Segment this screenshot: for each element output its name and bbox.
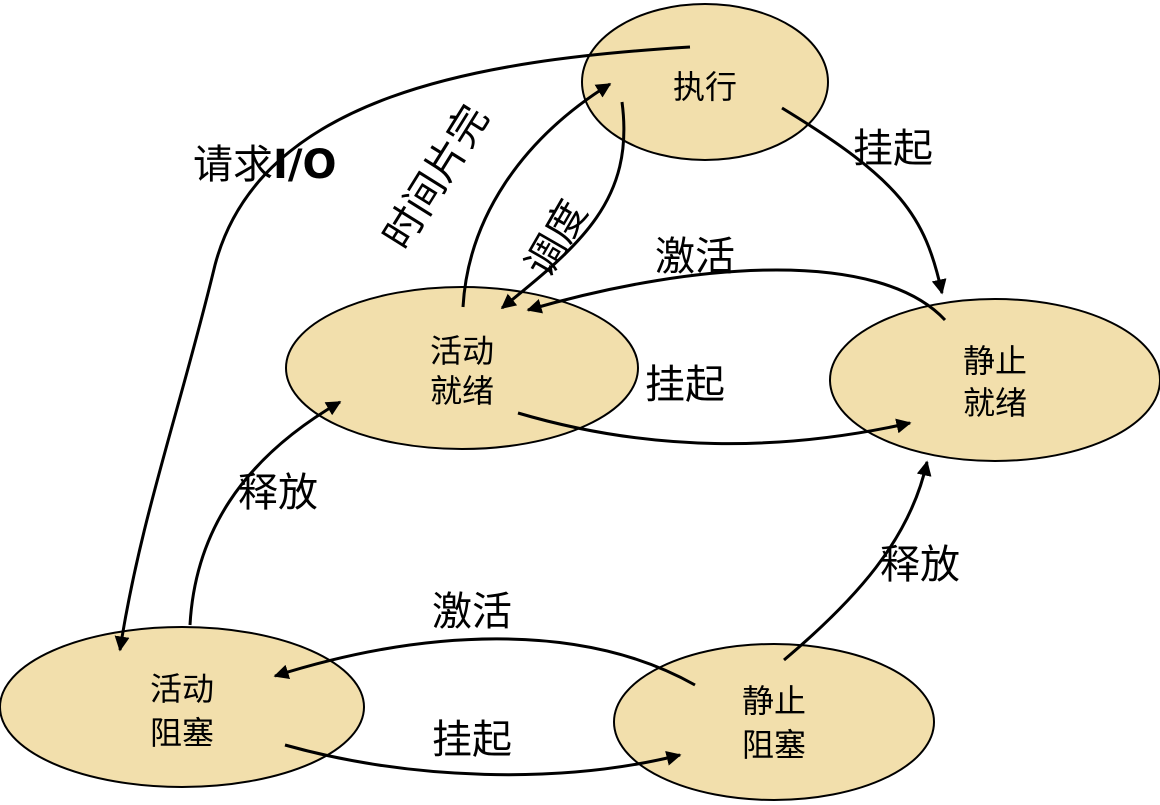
edge-timeslice-done <box>461 82 612 308</box>
edge-label-dispatch: 调度 <box>517 193 597 285</box>
edge-label-activate-blocked: 激活 <box>432 589 512 635</box>
node-exec <box>581 3 829 161</box>
edge-label-request-io-suffix: I/O <box>273 142 337 188</box>
edge-release-static <box>783 460 932 662</box>
node-static-blocked-label-2: 阻塞 <box>742 726 806 764</box>
edge-label-suspend-ready: 挂起 <box>645 362 725 408</box>
edge-label-suspend-exec: 挂起 <box>853 126 933 172</box>
edge-suspend-blocked <box>284 743 682 777</box>
edge-label-request-io-prefix: 请求 <box>193 142 273 188</box>
node-exec-label: 执行 <box>673 68 737 106</box>
node-active-blocked <box>0 626 365 788</box>
edge-suspend-ready <box>517 411 912 446</box>
edge-activate-blocked <box>273 637 696 687</box>
edge-label-suspend-blocked: 挂起 <box>432 717 512 763</box>
node-static-ready-label-2: 就绪 <box>963 384 1027 422</box>
edge-dispatch <box>500 101 626 310</box>
node-static-ready-label-1: 静止 <box>963 342 1027 380</box>
edge-label-release-static: 释放 <box>880 542 960 588</box>
edge-label-release-active: 释放 <box>238 470 318 516</box>
edge-release-active <box>188 400 342 626</box>
edge-activate-ready <box>526 268 947 322</box>
node-active-ready-label-2: 就绪 <box>430 372 494 410</box>
node-active-ready <box>285 286 639 450</box>
edge-label-request-io: 请求I/O <box>193 142 337 188</box>
node-active-blocked-label-2: 阻塞 <box>150 714 214 752</box>
node-static-blocked-label-1: 静止 <box>742 682 806 720</box>
edge-request-io <box>114 45 691 652</box>
edge-label-activate-ready: 激活 <box>655 234 735 280</box>
node-static-ready <box>829 298 1160 462</box>
edge-suspend-exec <box>781 106 947 295</box>
node-active-blocked-label-1: 活动 <box>150 670 214 708</box>
node-active-ready-label-1: 活动 <box>430 332 494 370</box>
